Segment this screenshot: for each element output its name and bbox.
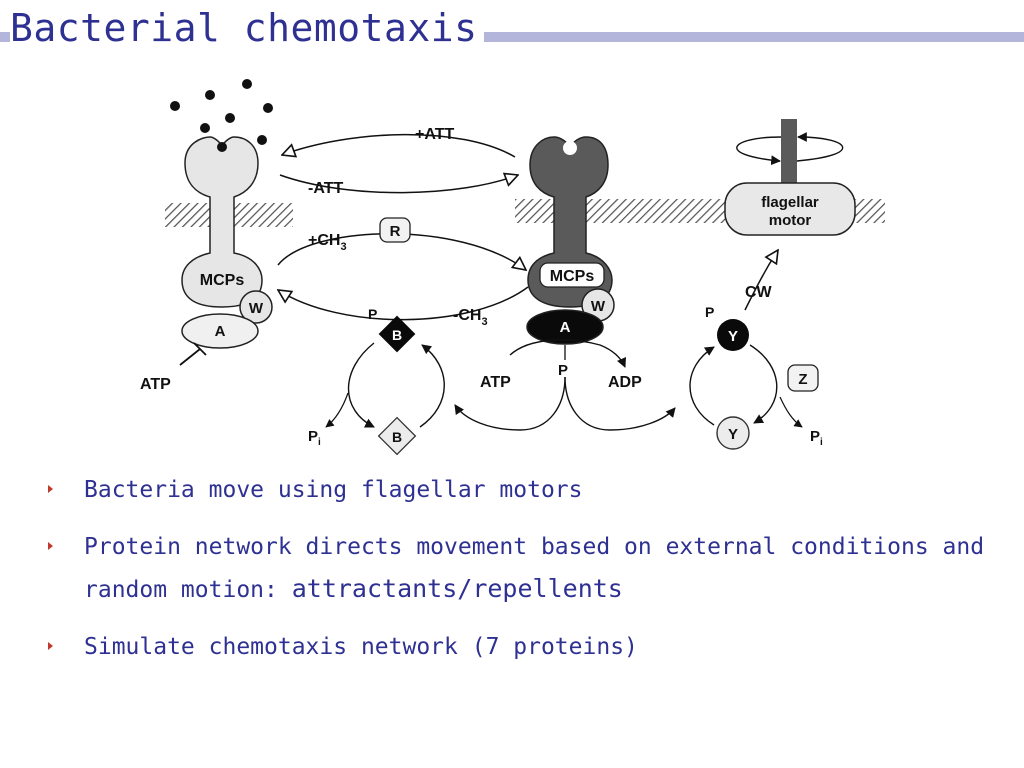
y-node [716, 416, 750, 450]
y-dephos-arrow [749, 344, 778, 424]
flagellar-motor-label-line2: motor [769, 212, 812, 229]
adp-label: ADP [608, 374, 642, 391]
bullet-emphasis: attractants/repellents [291, 574, 623, 603]
chemotaxis-diagram: MCPs W A ATP MCPs W A +ATT -ATT +CH3 R -… [140, 79, 885, 455]
z-node [787, 364, 819, 392]
a-left-label: A [215, 323, 226, 340]
flagellum-shaft [781, 119, 797, 187]
r-label: R [390, 223, 401, 240]
ch3-minus-arrow [278, 286, 529, 321]
bullet-marker [48, 542, 53, 550]
w-right-label: W [591, 298, 606, 315]
a-right-label: A [560, 319, 571, 336]
b-label: B [392, 429, 402, 445]
atp-adp-arrow [509, 339, 627, 368]
b-phos-label: B [392, 327, 402, 343]
r-node [379, 217, 411, 243]
p-y-label: P [705, 304, 714, 320]
pi-right-label: Pi [810, 428, 823, 448]
b-dephos-arrow [347, 342, 375, 428]
title-underline-bar [0, 32, 1024, 42]
atp-left-label: ATP [140, 376, 171, 393]
mcps-right-box [539, 262, 605, 288]
p-transfer-right-arrow [564, 376, 676, 431]
y-label: Y [728, 426, 738, 443]
mcps-right-label: MCPs [550, 268, 595, 285]
mcp-receptor-inactive [181, 136, 263, 308]
flagellar-motor-box [724, 182, 856, 236]
y-phos-label: Y [728, 328, 738, 345]
a-left-node [181, 313, 259, 349]
p-transfer-left-arrow [454, 376, 566, 431]
bullet-marker [48, 485, 53, 493]
ch3-minus-label: -CH3 [453, 307, 488, 328]
a-right-node [526, 309, 604, 345]
ch3-plus-label: +CH3 [308, 232, 347, 253]
slide-title: Bacterial chemotaxis [10, 6, 484, 50]
bullet-text: Bacteria move using flagellar motors [84, 477, 583, 503]
bullet-item: Bacteria move using flagellar motors [48, 470, 1008, 511]
w-left-node [239, 290, 273, 324]
rotation-arrow-right [796, 132, 844, 162]
b-phos-node [378, 315, 416, 353]
att-minus-label: -ATT [308, 180, 343, 197]
bullet-text: Simulate chemotaxis network (7 proteins) [84, 634, 638, 660]
bullet-text: Protein network directs movement based o… [84, 534, 985, 603]
y-phos-node [717, 319, 749, 351]
rotation-arrow-left [736, 136, 782, 166]
att-plus-arrow [282, 133, 516, 158]
b-phos-arrow [419, 344, 445, 428]
y-phos-arrow [689, 346, 715, 426]
mcps-left-label: MCPs [200, 272, 245, 289]
p-b-label: P [368, 306, 377, 322]
att-plus-label: +ATT [415, 126, 454, 143]
bullet-list: Bacteria move using flagellar motors Pro… [48, 470, 1008, 684]
bullet-item: Simulate chemotaxis network (7 proteins) [48, 627, 1008, 668]
cw-label: CW [745, 284, 773, 301]
cw-arrow [744, 250, 778, 311]
atp-inhibit-line [179, 342, 207, 366]
atp-center-label: ATP [480, 374, 511, 391]
pi-right-arrow [779, 396, 803, 428]
flagellar-motor-label-line1: flagellar [761, 194, 819, 211]
bullet-marker [48, 642, 53, 650]
w-left-label: W [249, 300, 264, 317]
p-center-label: P [558, 362, 568, 379]
bullet-item: Protein network directs movement based o… [48, 527, 1008, 611]
pi-left-arrow [325, 392, 349, 428]
att-minus-arrow [279, 175, 518, 194]
z-label: Z [798, 371, 807, 388]
b-node [377, 416, 417, 455]
pi-left-label: Pi [308, 428, 321, 448]
